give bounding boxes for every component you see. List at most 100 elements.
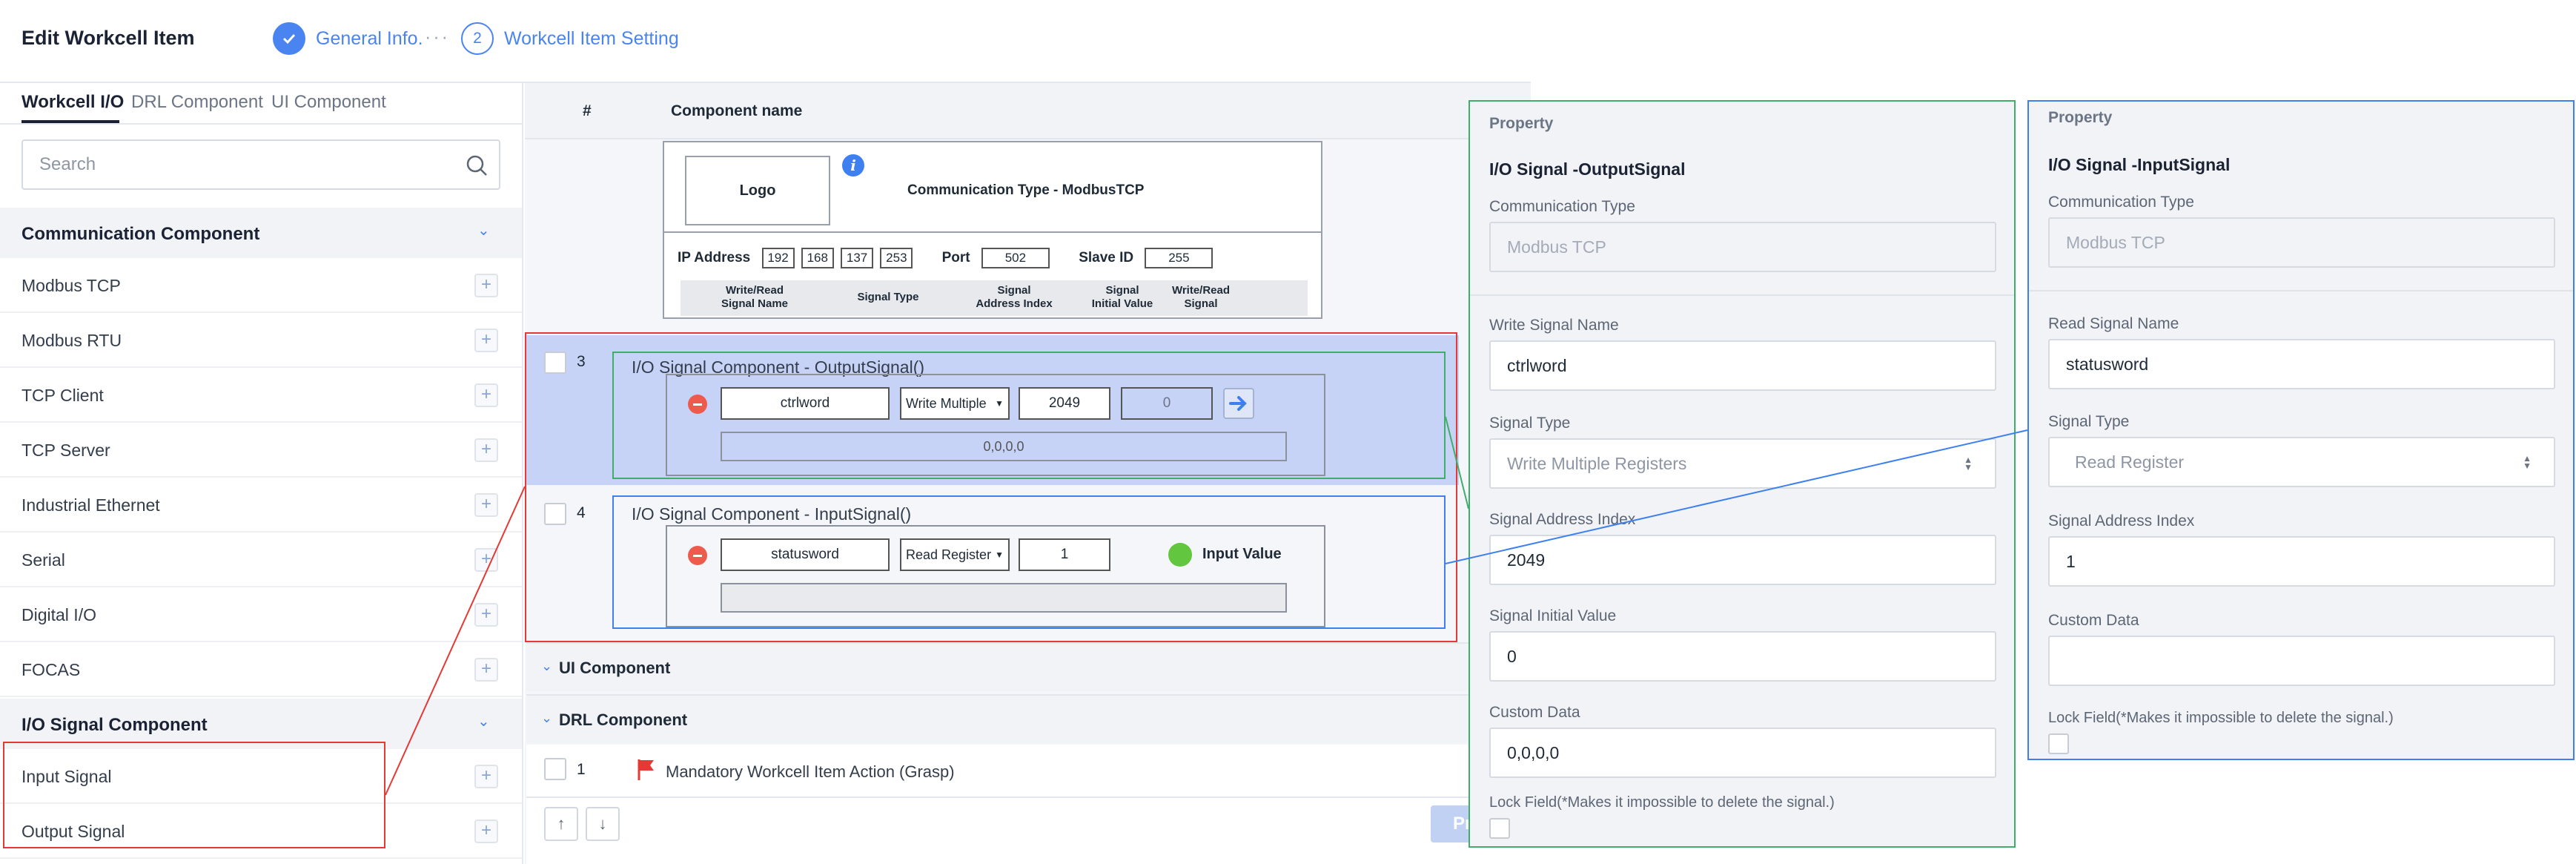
search-icon[interactable] bbox=[465, 154, 489, 177]
remove-signal-icon[interactable] bbox=[688, 395, 707, 414]
section-communication-component[interactable]: Communication Component ⌄ bbox=[0, 208, 522, 258]
add-icon[interactable]: + bbox=[474, 658, 498, 682]
custom-data-field[interactable] bbox=[721, 583, 1287, 613]
signal-initial-value-field[interactable]: 0 bbox=[1121, 387, 1213, 420]
step-separator: ··· bbox=[425, 27, 450, 47]
ip-octet-2[interactable]: 168 bbox=[801, 248, 834, 268]
column-header-component-name: Component name bbox=[671, 102, 803, 119]
component-library-panel: Workcell I/O DRL Component UI Component … bbox=[0, 83, 523, 864]
tab-workcell-io[interactable]: Workcell I/O bbox=[21, 92, 125, 112]
selected-value: Write Multiple bbox=[906, 395, 987, 411]
active-tab-indicator bbox=[21, 120, 119, 123]
lock-field-checkbox[interactable] bbox=[2048, 733, 2069, 754]
page-title: Edit Workcell Item bbox=[21, 27, 195, 49]
tab-drl-component[interactable]: DRL Component bbox=[131, 92, 263, 112]
table-row[interactable]: 1 Mandatory Workcell Item Action (Grasp) bbox=[526, 745, 1531, 797]
add-icon[interactable]: + bbox=[474, 603, 498, 627]
add-icon[interactable]: + bbox=[474, 274, 498, 297]
signal-address-index-input[interactable]: 2049 bbox=[1489, 535, 1996, 585]
port-label: Port bbox=[941, 250, 970, 266]
custom-data-field[interactable]: 0,0,0,0 bbox=[721, 432, 1287, 461]
list-item-tcp-server[interactable]: TCP Server+ bbox=[0, 423, 522, 478]
signal-table-header: Write/Read Signal Name Signal Type Signa… bbox=[681, 280, 1308, 316]
list-item-output-signal[interactable]: Output Signal+ bbox=[0, 804, 522, 859]
port-field[interactable]: 502 bbox=[981, 248, 1050, 268]
move-up-button[interactable]: ↑ bbox=[544, 807, 578, 841]
annotation-box-signal-components bbox=[525, 332, 1457, 642]
section-drl-component[interactable]: ⌄ DRL Component bbox=[526, 694, 1531, 743]
info-icon[interactable]: i bbox=[842, 154, 864, 177]
section-title: UI Component bbox=[559, 659, 671, 677]
communication-type-label: Communication Type bbox=[2048, 194, 2194, 211]
ip-octet-1[interactable]: 192 bbox=[761, 248, 795, 268]
custom-data-input[interactable] bbox=[2048, 636, 2555, 686]
add-icon[interactable]: + bbox=[474, 548, 498, 572]
tab-divider bbox=[0, 123, 523, 125]
ip-octet-3[interactable]: 137 bbox=[841, 248, 874, 268]
list-item-label: Modbus RTU bbox=[21, 331, 122, 350]
signal-initial-value-input[interactable]: 0 bbox=[1489, 631, 1996, 682]
row-checkbox[interactable] bbox=[544, 758, 566, 780]
step-1-label[interactable]: General Info. bbox=[316, 28, 423, 49]
tab-ui-component[interactable]: UI Component bbox=[271, 92, 386, 112]
output-signal-component[interactable]: I/O Signal Component - OutputSignal() ct… bbox=[612, 352, 1446, 479]
row-checkbox[interactable] bbox=[544, 503, 566, 525]
list-item-tcp-client[interactable]: TCP Client + bbox=[0, 368, 522, 423]
input-signal-component[interactable]: I/O Signal Component - InputSignal() sta… bbox=[612, 495, 1446, 629]
panel-title: Property bbox=[2048, 109, 2113, 126]
list-item-label: Digital I/O bbox=[21, 605, 96, 624]
property-heading: I/O Signal -InputSignal bbox=[2048, 155, 2231, 174]
add-icon[interactable]: + bbox=[474, 329, 498, 352]
signal-type-select[interactable]: Write Multiple Registers ▲▼ bbox=[1489, 438, 1996, 489]
header-bar: Edit Workcell Item General Info. ··· 2 W… bbox=[0, 0, 1531, 83]
slave-id-field[interactable]: 255 bbox=[1145, 248, 1213, 268]
list-item-label: TCP Client bbox=[21, 386, 104, 405]
divider bbox=[2029, 290, 2573, 291]
list-item-digital-io[interactable]: Digital I/O + bbox=[0, 587, 522, 642]
signal-address-field[interactable]: 1 bbox=[1019, 538, 1110, 571]
signal-name-field[interactable]: statusword bbox=[721, 538, 890, 571]
ip-address-label: IP Address bbox=[678, 250, 751, 266]
add-icon[interactable]: + bbox=[474, 765, 498, 788]
chevron-down-icon[interactable]: ⌄ bbox=[541, 710, 553, 725]
output-signal-editor: ctrlword Write Multiple ▼ 2049 0 0,0,0,0 bbox=[666, 374, 1325, 476]
list-item-label: FOCAS bbox=[21, 660, 81, 679]
signal-name-field[interactable]: ctrlword bbox=[721, 387, 890, 420]
step-2-indicator[interactable]: 2 bbox=[461, 22, 494, 55]
add-icon[interactable]: + bbox=[474, 493, 498, 517]
chevron-down-icon[interactable]: ⌄ bbox=[541, 659, 553, 673]
chevron-down-icon: ▼ bbox=[995, 550, 1004, 560]
lock-field-checkbox[interactable] bbox=[1489, 818, 1510, 839]
list-item-modbus-tcp[interactable]: Modbus TCP+ bbox=[0, 258, 522, 313]
list-item-focas[interactable]: FOCAS + bbox=[0, 642, 522, 697]
add-icon[interactable]: + bbox=[474, 820, 498, 843]
signal-address-index-input[interactable]: 1 bbox=[2048, 536, 2555, 587]
add-icon[interactable]: + bbox=[474, 383, 498, 407]
read-signal-name-input[interactable]: statusword bbox=[2048, 339, 2555, 389]
signal-type-select[interactable]: Read Register ▲▼ bbox=[2048, 437, 2555, 487]
section-ui-component[interactable]: ⌄ UI Component bbox=[526, 642, 1531, 691]
ip-octet-4[interactable]: 253 bbox=[880, 248, 913, 268]
signal-type-select[interactable]: Write Multiple ▼ bbox=[900, 387, 1010, 420]
move-down-button[interactable]: ↓ bbox=[586, 807, 620, 841]
remove-signal-icon[interactable] bbox=[688, 546, 707, 565]
write-signal-button[interactable] bbox=[1223, 388, 1254, 419]
row-checkbox[interactable] bbox=[544, 352, 566, 374]
list-item-serial[interactable]: Serial + bbox=[0, 532, 522, 587]
custom-data-input[interactable]: 0,0,0,0 bbox=[1489, 728, 1996, 778]
step-2-label[interactable]: Workcell Item Setting bbox=[504, 28, 679, 49]
write-signal-name-input[interactable]: ctrlword bbox=[1489, 340, 1996, 391]
chevron-down-icon[interactable]: ⌄ bbox=[477, 222, 490, 239]
chevron-down-icon[interactable]: ⌄ bbox=[477, 713, 490, 730]
signal-type-select[interactable]: Read Register ▼ bbox=[900, 538, 1010, 571]
signal-address-field[interactable]: 2049 bbox=[1019, 387, 1110, 420]
search-input[interactable] bbox=[39, 154, 454, 175]
add-icon[interactable]: + bbox=[474, 438, 498, 462]
component-title: I/O Signal Component - OutputSignal() bbox=[632, 357, 925, 377]
list-item-label: Serial bbox=[21, 550, 65, 570]
list-item-industrial-ethernet[interactable]: Industrial Ethernet+ bbox=[0, 478, 522, 532]
col-signal-name: Write/Read Signal Name bbox=[721, 284, 789, 310]
communication-type-field: Modbus TCP bbox=[2048, 217, 2555, 268]
step-1-complete-indicator[interactable] bbox=[273, 22, 305, 55]
list-item-modbus-rtu[interactable]: Modbus RTU + bbox=[0, 313, 522, 368]
